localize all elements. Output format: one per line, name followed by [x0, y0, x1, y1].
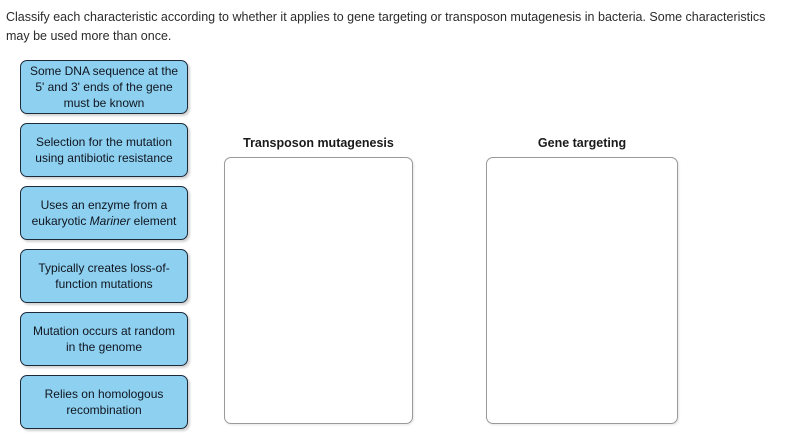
card-label: Some DNA sequence at the 5' and 3' ends …: [29, 64, 179, 110]
drop-zone-transposon-mutagenesis: Transposon mutagenesis: [224, 135, 413, 424]
drop-zone-box[interactable]: [486, 157, 678, 424]
card-label: Mutation occurs at random in the genome: [32, 324, 176, 354]
card-label: Selection for the mutation using antibio…: [35, 135, 173, 165]
card-label: Typically creates loss-of-function mutat…: [38, 261, 170, 291]
card-label-italic: Mariner: [89, 214, 131, 228]
draggable-card[interactable]: Selection for the mutation using antibio…: [20, 123, 188, 177]
card-label-part: element: [130, 214, 177, 228]
drop-zone-title: Transposon mutagenesis: [243, 136, 394, 150]
drop-zone-title: Gene targeting: [537, 136, 627, 150]
drop-zone-gene-targeting: Gene targeting: [486, 135, 678, 424]
drop-zone-box[interactable]: [224, 157, 413, 424]
card-label-part: Uses an enzyme from a eukaryotic: [31, 198, 168, 228]
draggable-card[interactable]: Mutation occurs at random in the genome: [20, 312, 188, 366]
draggable-card-list: Some DNA sequence at the 5' and 3' ends …: [20, 60, 190, 438]
card-label: Uses an enzyme from a eukaryotic Mariner…: [29, 197, 179, 229]
draggable-card[interactable]: Typically creates loss-of-function mutat…: [20, 249, 188, 303]
draggable-card[interactable]: Uses an enzyme from a eukaryotic Mariner…: [20, 186, 188, 240]
draggable-card[interactable]: Some DNA sequence at the 5' and 3' ends …: [20, 60, 188, 114]
card-label: Relies on homologous recombination: [44, 387, 164, 417]
draggable-card[interactable]: Relies on homologous recombination: [20, 375, 188, 429]
question-prompt: Classify each characteristic according t…: [6, 10, 766, 43]
